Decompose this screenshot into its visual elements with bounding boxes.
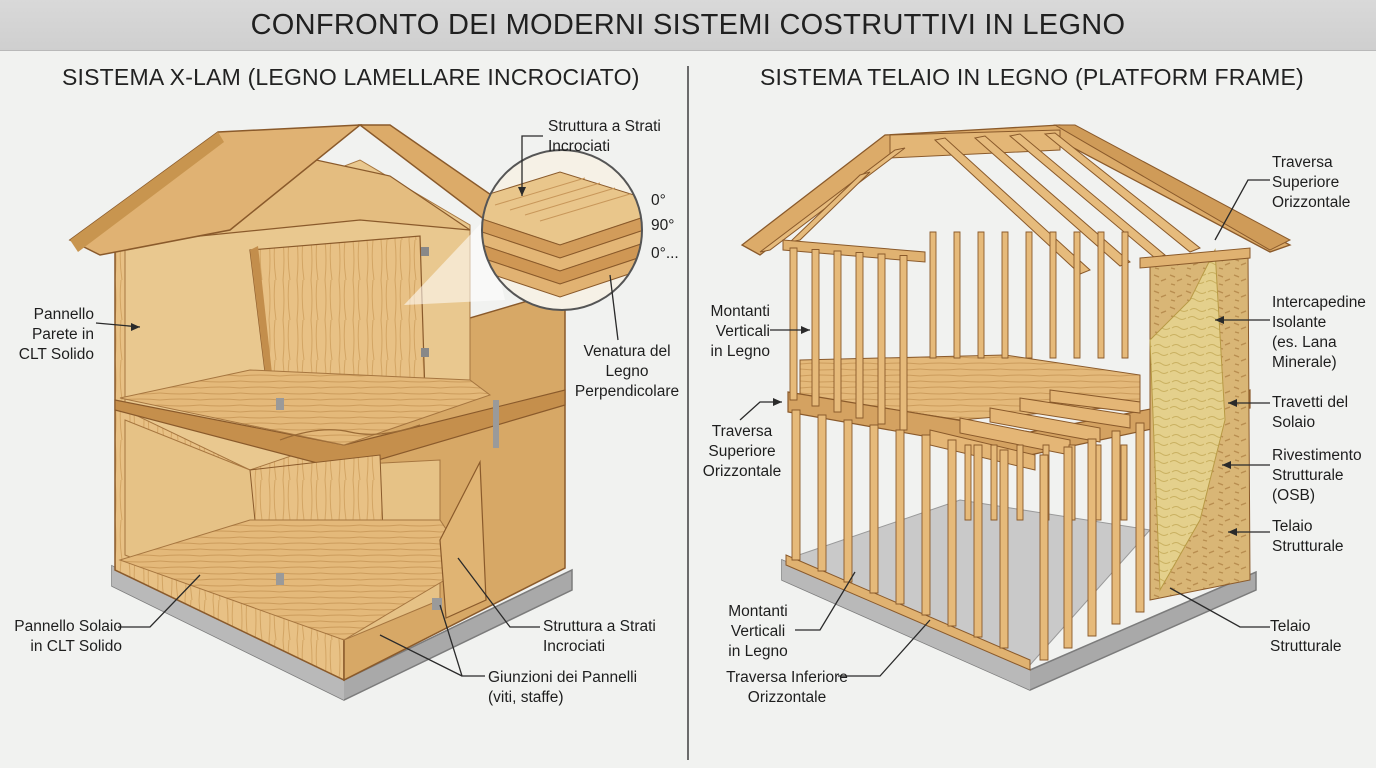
stud (895, 429, 905, 605)
stud (1016, 444, 1024, 521)
stud (817, 414, 827, 572)
stud (1001, 231, 1009, 359)
stud (789, 247, 798, 401)
platform-frame-house (740, 124, 1292, 691)
stud (899, 255, 908, 431)
leader-solaio (118, 574, 201, 628)
leader-struttura-top (521, 135, 543, 196)
stud (977, 231, 985, 359)
leader-giunzioni-b (379, 634, 463, 677)
angle-label-0: 0° (651, 192, 666, 209)
wall-studs (789, 231, 1145, 661)
stud (964, 444, 972, 521)
label-telaio-strutturale-2: Telaio Strutturale (1270, 618, 1342, 655)
leader-telaio-2 (1169, 587, 1270, 628)
label-rivestimento: Rivestimento Strutturale (OSB) (1272, 447, 1362, 504)
label-traversa-inferiore: Traversa Inferiore Orizzontale (726, 669, 848, 706)
stud (1063, 446, 1073, 649)
stud (1120, 444, 1128, 521)
stud (1049, 231, 1057, 359)
left-panel-title: SISTEMA X-LAM (LEGNO LAMELLARE INCROCIAT… (62, 64, 640, 90)
label-intercapedine: Intercapedine Isolante (es. Lana Mineral… (1272, 294, 1366, 371)
stud (1097, 231, 1105, 359)
label-pannello-solaio: Pannello Solaio in CLT Solido (14, 618, 122, 655)
panel-divider (687, 66, 689, 760)
stud (833, 250, 842, 413)
label-traversa-superiore-right: Traversa Superiore Orizzontale (1272, 154, 1351, 211)
leader-montanti-bottom (795, 571, 856, 631)
label-pannello-parete: Pannello Parete in CLT Solido (18, 306, 94, 363)
stud (1039, 454, 1049, 661)
label-giunzioni: Giunzioni dei Pannelli (viti, staffe) (488, 669, 638, 706)
angle-label-90: 90° (651, 217, 675, 234)
label-travetti: Travetti del Solaio (1272, 394, 1349, 431)
stud (1111, 430, 1121, 625)
stud (953, 231, 961, 359)
label-venatura: Venatura del Legno Perpendicolare (574, 343, 680, 400)
label-traversa-superiore-left: Traversa Superiore Orizzontale (702, 423, 782, 480)
xlam-house (68, 124, 573, 701)
title-bar: CONFRONTO DEI MODERNI SISTEMI COSTRUTTIV… (0, 0, 1376, 51)
stud (1073, 231, 1081, 359)
stud (921, 434, 931, 616)
leader-struttura-bottom (457, 557, 540, 628)
stud (929, 231, 937, 359)
label-struttura-strati-bottom: Struttura a Strati Incrociati (543, 618, 656, 655)
label-telaio-strutturale-1: Telaio Strutturale (1272, 518, 1344, 555)
leader-traversa-sup-right (1214, 179, 1270, 241)
stud (973, 444, 983, 638)
stud (877, 253, 886, 425)
label-montanti-verticali-left: Montanti Verticali in Legno (710, 303, 770, 360)
stud (999, 449, 1009, 649)
stud (1135, 422, 1145, 613)
label-montanti-verticali-bottom: Montanti Verticali in Legno (728, 603, 788, 660)
leader-lines (95, 135, 1270, 677)
stud (811, 249, 820, 407)
stud (869, 424, 879, 594)
stud (791, 409, 801, 561)
page-title: CONFRONTO DEI MODERNI SISTEMI COSTRUTTIV… (250, 8, 1126, 41)
stud (843, 419, 853, 583)
stud (1121, 231, 1129, 359)
stud (855, 252, 864, 419)
angle-label-0-more: 0°... (651, 245, 679, 262)
stud (947, 439, 957, 627)
leader-venatura (609, 274, 619, 341)
stud (1025, 231, 1033, 359)
right-panel-title: SISTEMA TELAIO IN LEGNO (PLATFORM FRAME) (760, 64, 1304, 90)
stud (1087, 438, 1097, 637)
label-struttura-strati-top: Struttura a Strati Incrociati (548, 118, 661, 155)
leader-traversa-inf (838, 619, 931, 677)
stud (990, 444, 998, 521)
leader-arrowheads (131, 187, 1237, 536)
